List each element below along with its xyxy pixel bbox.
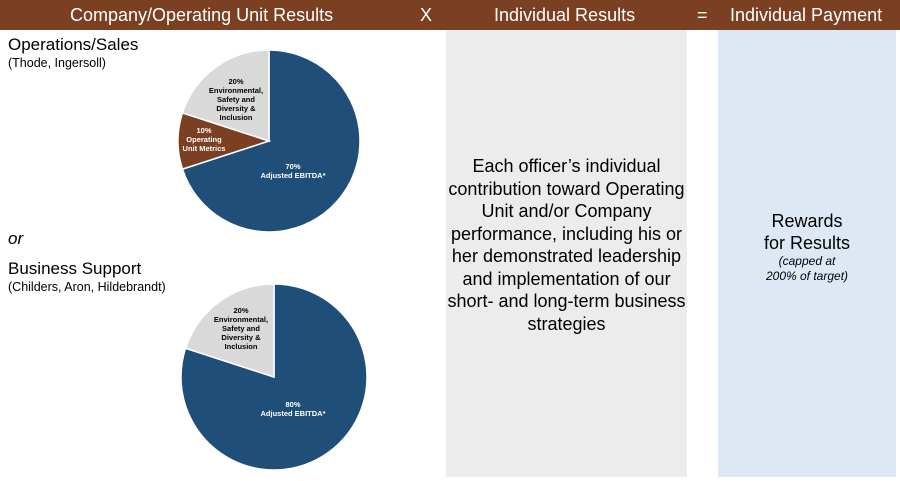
pie1-env-label-4: Inclusion (220, 113, 253, 122)
rewards-block: Rewards for Results (capped at 200% of t… (718, 210, 896, 284)
pie-slice-environmental-safety-and-diversity-inclusion (181, 49, 270, 143)
pie2-ebitda-label: Adjusted EBITDA* (260, 409, 325, 418)
header-individual-payment: Individual Payment (730, 5, 883, 25)
rewards-note-1: (capped at (778, 254, 836, 268)
pie1-op-label-2: Unit Metrics (183, 144, 226, 153)
or-label: or (8, 229, 24, 248)
pie2-env-label-4: Inclusion (225, 342, 258, 351)
pie-business-support (180, 283, 368, 471)
group2-people: (Childers, Aron, Hildebrandt) (8, 280, 166, 294)
pie2-env-label-2: Safety and (222, 324, 260, 333)
header-bar: Company/Operating Unit Results X Individ… (0, 0, 900, 30)
pie1-ebitda-label: Adjusted EBITDA* (260, 171, 325, 180)
group2-title: Business Support (8, 259, 142, 278)
pie1-op-label-1: Operating (186, 135, 222, 144)
header-multiply: X (420, 5, 433, 25)
rewards-note-2: 200% of target) (765, 269, 849, 283)
individual-payment-panel (718, 30, 896, 477)
pie1-env-label-2: Safety and (217, 95, 255, 104)
pie1-op-pct: 10% (196, 126, 211, 135)
pie2-env-pct: 20% (233, 306, 248, 315)
pie1-env-label-1: Environmental, (209, 86, 263, 95)
header-company-results: Company/Operating Unit Results (70, 5, 334, 25)
group1-title: Operations/Sales (8, 35, 139, 54)
header-equals: = (697, 5, 708, 25)
header-individual-results: Individual Results (494, 5, 636, 25)
pie-slice-environmental-safety-and-diversity-inclusion (184, 283, 275, 379)
pie2-ebitda-pct: 80% (285, 400, 300, 409)
pie-operations-sales (177, 49, 361, 233)
pie1-env-pct: 20% (228, 77, 243, 86)
pie2-env-label-1: Environmental, (214, 315, 268, 324)
pie2-env-label-3: Diversity & (221, 333, 261, 342)
individual-results-panel (446, 30, 687, 477)
individual-results-description: Each officer’s individual contribution t… (447, 156, 686, 334)
svg-text:20%: 20% (228, 77, 243, 86)
rewards-title-2: for Results (763, 233, 851, 253)
group1-people: (Thode, Ingersoll) (8, 56, 106, 70)
pie1-ebitda-pct: 70% (285, 162, 300, 171)
pie1-env-label-3: Diversity & (216, 104, 256, 113)
rewards-title-1: Rewards (771, 211, 843, 231)
